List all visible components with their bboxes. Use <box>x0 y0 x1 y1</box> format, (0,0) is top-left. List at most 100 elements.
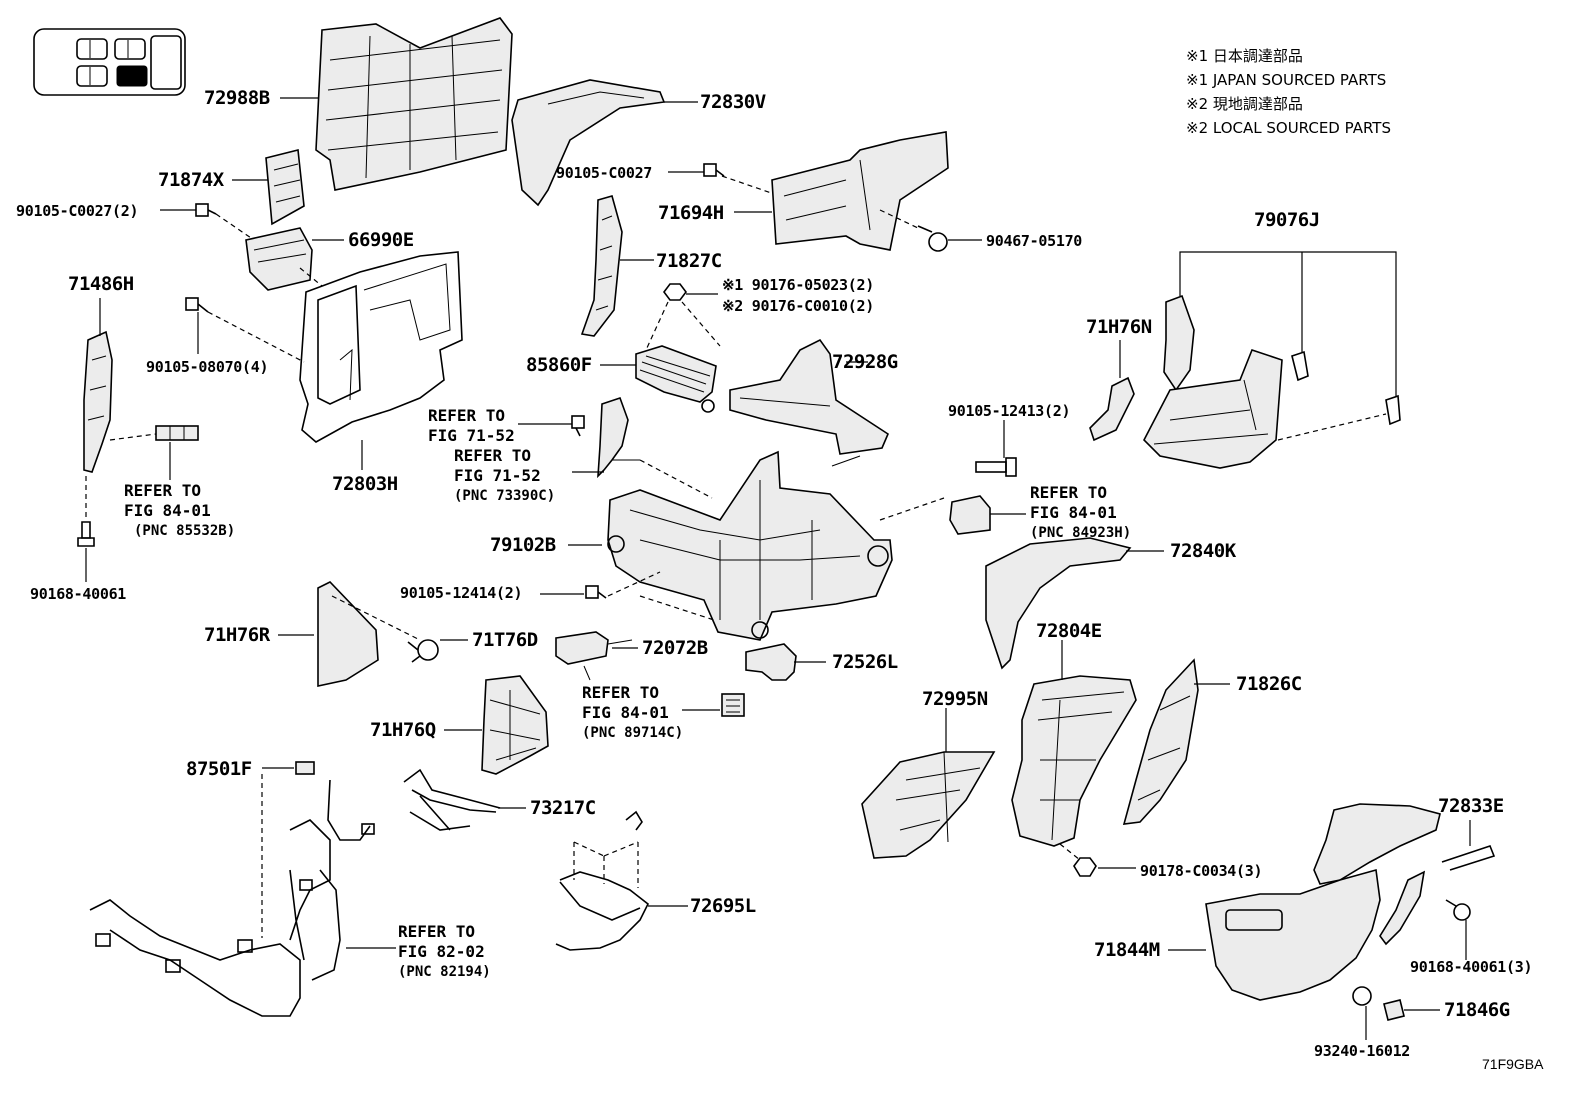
label-90168-40061-a: 90168-40061 <box>30 585 127 603</box>
ref-line-1: REFER TO <box>398 922 476 941</box>
label-71826C: 71826C <box>1236 673 1302 695</box>
part-72804E <box>1011 675 1137 847</box>
screw-90105-C0027-center <box>703 163 725 177</box>
note-line-1: ※1 日本調達部品 <box>1186 47 1303 65</box>
label-79102B: 79102B <box>490 534 556 556</box>
part-71874X <box>265 149 305 226</box>
part-71H76N <box>1089 376 1135 442</box>
vehicle-locator-icon <box>33 28 186 96</box>
label-93240-16012: 93240-16012 <box>1314 1042 1411 1060</box>
ref-fig-84-01-a: REFER TO FIG 84-01 (PNC 85532B) <box>124 481 235 541</box>
label-71H76Q: 71H76Q <box>370 719 436 741</box>
ref-line-2: FIG 84-01 <box>582 703 669 722</box>
part-72695L <box>555 810 650 951</box>
part-72830V <box>511 79 666 207</box>
screw-ref-71-52 <box>571 415 585 437</box>
label-90105-C0027: 90105-C0027 <box>556 164 653 182</box>
nut-90176 <box>663 283 687 301</box>
ref-line-2: FIG 71-52 <box>454 466 541 485</box>
screw-90105-08070 <box>185 297 209 313</box>
note-line-3: ※2 現地調達部品 <box>1186 95 1303 113</box>
part-87501F <box>295 761 315 775</box>
label-71874X: 71874X <box>158 169 224 191</box>
ref-line-1: REFER TO <box>582 683 660 702</box>
clip-71T76D <box>407 639 439 663</box>
label-90105-12414: 90105-12414(2) <box>400 584 523 602</box>
label-71694H: 71694H <box>658 202 724 224</box>
part-71H76R <box>317 581 379 687</box>
ref-line-1: REFER TO <box>1030 483 1108 502</box>
part-72526L <box>745 643 797 681</box>
part-73217C <box>403 768 501 831</box>
label-72804E: 72804E <box>1036 620 1102 642</box>
ref-line-2: FIG 82-02 <box>398 942 485 961</box>
part-72072B <box>555 631 633 681</box>
label-71827C: 71827C <box>656 250 722 272</box>
note-line-4: ※2 LOCAL SOURCED PARTS <box>1186 119 1391 137</box>
label-71846G: 71846G <box>1444 999 1510 1021</box>
label-72072B: 72072B <box>642 637 708 659</box>
part-71694H <box>771 131 949 251</box>
part-85860F <box>635 345 717 413</box>
bolt-90168-40061-left <box>77 521 95 547</box>
connector-84923H <box>949 495 991 535</box>
label-79076J: 79076J <box>1254 209 1320 231</box>
label-90467-05170: 90467-05170 <box>986 232 1083 250</box>
switch-89714C <box>721 693 745 717</box>
connector-85532B <box>155 425 199 441</box>
part-72988B <box>315 17 513 191</box>
grommet-93240-16012 <box>1352 986 1372 1006</box>
label-90105-08070: 90105-08070(4) <box>146 358 269 376</box>
ref-pnc: (PNC 82194) <box>398 964 491 980</box>
label-85860F: 85860F <box>526 354 592 376</box>
part-72833E <box>1313 803 1496 946</box>
part-71H76Q <box>481 675 549 775</box>
ref-fig-84-01-c: REFER TO FIG 84-01 (PNC 89714C) <box>582 683 683 743</box>
label-90176-05023: ※1 90176-05023(2) <box>722 276 874 294</box>
clip-90467-05170 <box>917 225 948 252</box>
ref-fig-82-02: REFER TO FIG 82-02 (PNC 82194) <box>398 922 491 982</box>
label-90168-40061-b: 90168-40061(3) <box>1410 958 1533 976</box>
label-72988B: 72988B <box>204 87 270 109</box>
ref-fig-84-01-b: REFER TO FIG 84-01 (PNC 84923H) <box>1030 483 1131 543</box>
ref-line-2: FIG 71-52 <box>428 426 515 445</box>
ref-fig-71-52-b: REFER TO FIG 71-52 (PNC 73390C) <box>454 446 555 506</box>
ref-pnc: (PNC 89714C) <box>582 725 684 741</box>
part-66990E <box>245 227 313 291</box>
ref-line-2: FIG 84-01 <box>1030 503 1117 522</box>
bolt-90105-12413 <box>975 457 1017 477</box>
label-72830V: 72830V <box>700 91 766 113</box>
label-71H76N: 71H76N <box>1086 316 1152 338</box>
figure-code: 71F9GBA <box>1482 1056 1544 1072</box>
sourcing-notes: ※1 日本調達部品 ※1 JAPAN SOURCED PARTS ※2 現地調達… <box>1186 44 1391 140</box>
label-71H76R: 71H76R <box>204 624 270 646</box>
part-71827C <box>580 195 623 337</box>
label-90105-12413: 90105-12413(2) <box>948 402 1071 420</box>
label-71844M: 71844M <box>1094 939 1160 961</box>
ref-line-1: REFER TO <box>428 406 506 425</box>
label-73217C: 73217C <box>530 797 596 819</box>
label-71T76D: 71T76D <box>472 629 538 651</box>
label-90178-C0034: 90178-C0034(3) <box>1140 862 1263 880</box>
ref-line-2: FIG 84-01 <box>124 501 211 520</box>
wire-harness-82194 <box>89 779 375 1017</box>
nut-90178-C0034 <box>1073 857 1097 877</box>
screw-90105-12414 <box>585 585 607 599</box>
part-71826C <box>1122 658 1199 825</box>
part-72995N <box>861 751 996 859</box>
label-72526L: 72526L <box>832 651 898 673</box>
ref-pnc: (PNC 73390C) <box>454 488 556 504</box>
seat-buckle-73390C <box>597 396 640 479</box>
ref-fig-71-52-a: REFER TO FIG 71-52 <box>428 406 515 446</box>
label-71486H: 71486H <box>68 273 134 295</box>
clip-71846G <box>1383 999 1405 1021</box>
ref-line-1: REFER TO <box>454 446 532 465</box>
part-72928G <box>729 338 889 467</box>
part-71844M <box>1205 868 1381 1001</box>
label-72833E: 72833E <box>1438 795 1504 817</box>
ref-pnc: (PNC 85532B) <box>134 523 236 539</box>
label-72840K: 72840K <box>1170 540 1236 562</box>
label-90176-C0010: ※2 90176-C0010(2) <box>722 297 874 315</box>
